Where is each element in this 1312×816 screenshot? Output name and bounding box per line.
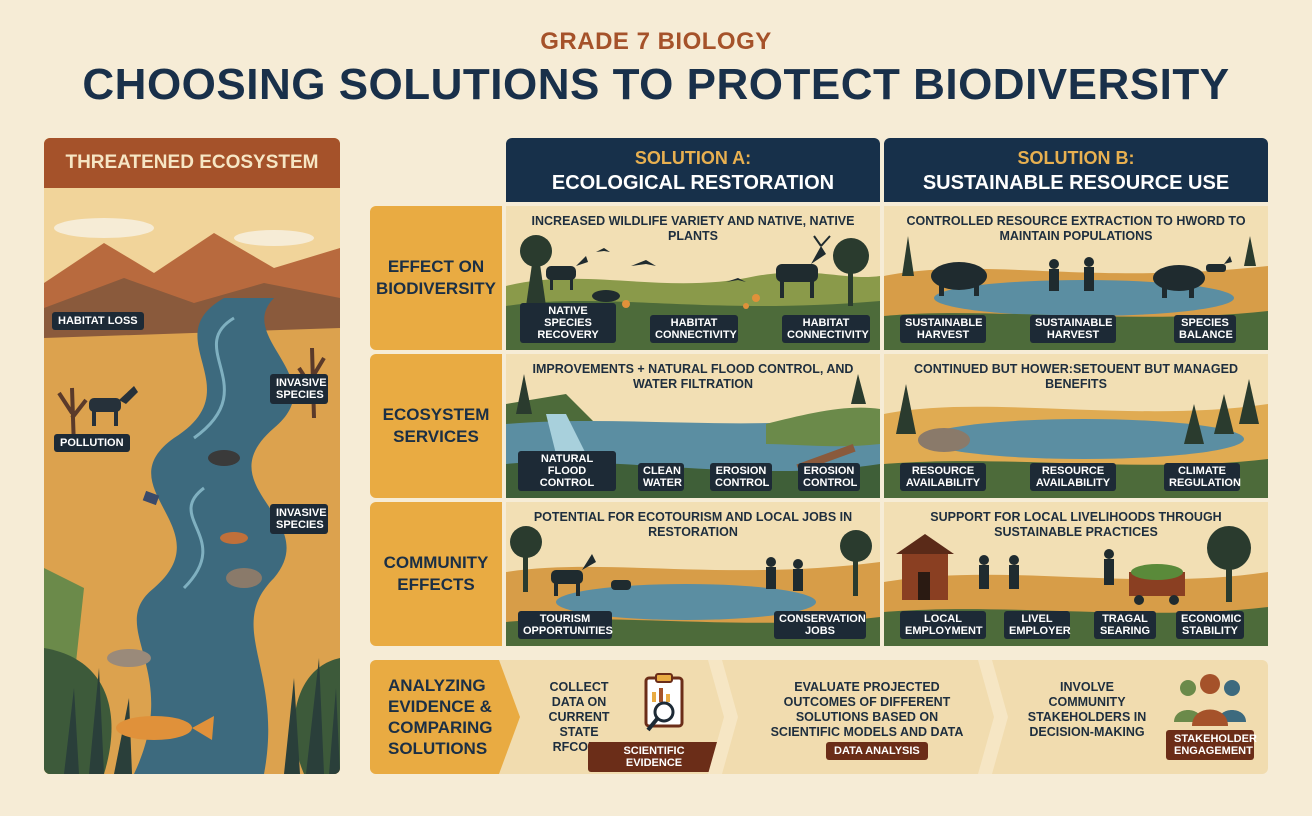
row-label-biodiversity: EFFECT ON BIODIVERSITY [370,206,502,350]
habitat-connectivity-tag: HABITAT CONNECTIVITY [650,315,738,343]
people-group-icon [1174,674,1246,726]
climate-regulation-tag: CLIMATE REGULATION [1164,463,1241,491]
erosion-control-tag: EROSION CONTROL [798,463,860,491]
natural-flood-control-tag: NATURAL FLOOD CONTROL [518,451,616,491]
solution-a-name: ECOLOGICAL RESTORATION [551,172,835,194]
analysis-label: ANALYZING EVIDENCE & COMPARING SOLUTIONS [370,660,520,774]
livel-employer-tag: LIVEL EMPLOYER [1004,611,1071,639]
cell-b-ecosystem-services: CONTINUED BUT HOWER:SETOUENT BUT MANAGED… [884,354,1268,498]
chevron-right-icon [978,660,1008,774]
subtitle: GRADE 7 BIOLOGY [540,28,772,55]
threatened-ecosystem-title: THREATENED ECOSYSTEM [44,138,340,188]
solution-a-label: SOLUTION A: [634,148,752,168]
community-effects-a-text: POTENTIAL FOR ECOTOURISM AND LOCAL JOBS … [533,510,853,539]
biodiversity-a-text: INCREASED WILDLIFE VARIETY AND NATIVE, N… [531,214,855,243]
river-landscape-illustration [44,188,340,774]
page-title: CHOOSING SOLUTIONS TO PROTECT BIODIVERSI… [82,60,1230,109]
species-balance-tag: SPECIES BALANCE [1174,315,1236,343]
stakeholder-engagement-badge: STAKEHOLDER ENGAGEMENT [1166,730,1257,760]
solution-b-header: SOLUTION B: SUSTAINABLE RESOURCE USE [884,138,1268,202]
row-label-community-effects: COMMUNITY EFFECTS [370,502,502,646]
step-collect-data: COLLECT DATA ON CURRENT STATE RFCORE SCI… [520,660,720,774]
community-effects-b-text: SUPPORT FOR LOCAL LIVELIHOODS THROUGH SU… [930,510,1222,539]
chevron-right-icon [708,660,738,774]
native-species-recovery-tag: NATIVE SPECIES RECOVERY [520,303,616,343]
clipboard-magnifier-icon [644,673,684,732]
invasive-species-tag: INVASIVE SPECIES [270,374,328,404]
step-2-text: EVALUATE PROJECTED OUTCOMES OF DIFFERENT… [770,680,964,739]
livelihood-illustration [884,502,1268,646]
threatened-ecosystem-panel: THREATENED ECOSYSTEM HABITAT LOS [44,138,340,774]
resource-availability-tag: RESOURCE AVAILABILITY [1030,463,1116,491]
scientific-evidence-badge: SCIENTIFIC EVIDENCE [588,742,720,772]
cell-b-biodiversity: CONTROLLED RESOURCE EXTRACTION TO HWORD … [884,206,1268,350]
ecosystem-services-b-text: CONTINUED BUT HOWER:SETOUENT BUT MANAGED… [913,362,1239,391]
local-employment-tag: LOCAL EMPLOYMENT [900,611,986,639]
tourism-opportunities-tag: TOURISM OPPORTUNITIES [518,611,613,639]
cell-b-community-effects: SUPPORT FOR LOCAL LIVELIHOODS THROUGH SU… [884,502,1268,646]
clean-water-tag: CLEAN WATER [638,463,684,491]
resource-availability-tag: RESOURCE AVAILABILITY [900,463,986,491]
ecosystem-services-a-text: IMPROVEMENTS + NATURAL FLOOD CONTROL, AN… [532,362,854,391]
erosion-control-tag: EROSION CONTROL [710,463,772,491]
solution-b-name: SUSTAINABLE RESOURCE USE [922,172,1230,194]
row-label-ecosystem-services: ECOSYSTEM SERVICES [370,354,502,498]
step-involve-community: INVOLVE COMMUNITY STAKEHOLDERS IN DECISI… [1010,660,1268,774]
cell-a-biodiversity: INCREASED WILDLIFE VARIETY AND NATIVE, N… [506,206,880,350]
analysis-band: ANALYZING EVIDENCE & COMPARING SOLUTIONS… [370,660,1268,774]
biodiversity-b-text: CONTROLLED RESOURCE EXTRACTION TO HWORD … [906,214,1246,243]
cell-a-ecosystem-services: IMPROVEMENTS + NATURAL FLOOD CONTROL, AN… [506,354,880,498]
invasive-species-tag: INVASIVE SPECIES [270,504,328,534]
economic-stability-tag: ECONOMIC STABILITY [1176,611,1244,639]
pollution-tag: POLLUTION [54,434,130,452]
conservation-jobs-tag: CONSERVATION JOBS [774,611,866,639]
tragal-searing-tag: TRAGAL SEARING [1094,611,1156,639]
step-evaluate-outcomes: EVALUATE PROJECTED OUTCOMES OF DIFFERENT… [742,660,992,774]
sustainable-harvest-tag: SUSTAINABLE HARVEST [900,315,986,343]
data-analysis-badge: DATA ANALYSIS [826,742,928,760]
habitat-loss-tag: HABITAT LOSS [52,312,144,330]
sustainable-harvest-tag: SUSTAINABLE HARVEST [1030,315,1116,343]
solution-a-header: SOLUTION A: ECOLOGICAL RESTORATION [506,138,880,202]
solution-b-label: SOLUTION B: [1017,148,1135,168]
habitat-connectivity-tag: HABITAT CONNECTIVITY [782,315,870,343]
cell-a-community-effects: POTENTIAL FOR ECOTOURISM AND LOCAL JOBS … [506,502,880,646]
step-3-text: INVOLVE COMMUNITY STAKEHOLDERS IN DECISI… [1027,680,1147,739]
